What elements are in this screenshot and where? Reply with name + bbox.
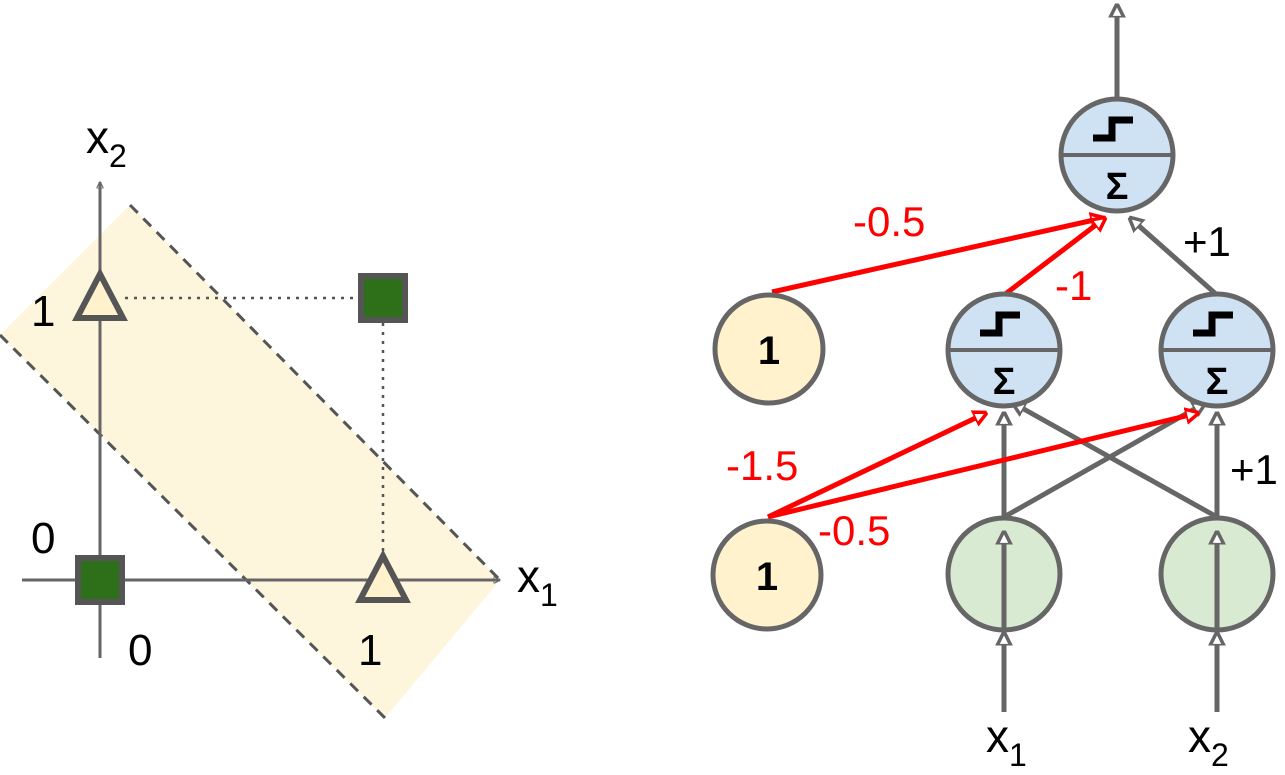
weight-hidden1-to-output: -1: [1055, 262, 1092, 309]
y-tick-1: 1: [31, 287, 55, 336]
step-function-icon: [1193, 311, 1233, 337]
weight-hidden2-to-output: +1: [1183, 218, 1231, 265]
decision-band: [0, 205, 500, 718]
bias-node-top: 1: [712, 292, 826, 406]
triangle-point: [72, 267, 128, 321]
weight-hidden1-bias: -1.5: [726, 442, 798, 489]
triangle-point: [355, 549, 411, 603]
xor-plot: x2 x1 1 0 0 1: [0, 111, 558, 720]
edge-x1-to-hidden2: [1002, 403, 1205, 520]
square-point: [75, 555, 125, 605]
network-diagram: Σ Σ Σ 1 1: [710, 5, 1278, 773]
y-axis-label: x2: [86, 111, 127, 174]
output-neuron: Σ: [1058, 96, 1176, 214]
hidden-neuron-1: Σ: [945, 291, 1063, 409]
input-label-x2: x2: [1188, 710, 1229, 773]
hidden-neuron-2: Σ: [1158, 291, 1276, 409]
weight-x2-to-hidden2: +1: [1230, 446, 1278, 493]
edge-x2-to-hidden1: [1013, 403, 1219, 520]
bias-node-bottom: 1: [710, 518, 824, 632]
weight-hidden2-bias: -0.5: [818, 507, 890, 554]
edge-hidden2-to-output: [1130, 218, 1219, 297]
decision-boundary-upper: [128, 203, 502, 582]
x-tick-0: 0: [128, 626, 152, 675]
input-label-x1: x1: [986, 710, 1027, 773]
sum-symbol: Σ: [1206, 361, 1229, 403]
step-function-icon: [1093, 116, 1133, 142]
y-tick-0: 0: [31, 514, 55, 563]
edge-bias-to-hidden2: [767, 413, 1198, 520]
edge-bias-to-hidden1: [766, 413, 986, 520]
weight-output-bias: -0.5: [853, 198, 925, 245]
decision-boundary-lower: [0, 333, 387, 720]
square-point: [358, 273, 408, 323]
svg-text:1: 1: [758, 329, 780, 373]
step-function-icon: [980, 311, 1020, 337]
input-node-x2: [1158, 515, 1276, 633]
edge-bias-to-output: [771, 218, 1103, 295]
sum-symbol: Σ: [1106, 166, 1129, 208]
edge-hidden1-to-output: [1002, 218, 1105, 297]
x-tick-1: 1: [358, 626, 382, 675]
plot-points: [72, 267, 411, 605]
svg-text:1: 1: [756, 555, 778, 599]
sum-symbol: Σ: [993, 361, 1016, 403]
input-node-x1: [945, 515, 1063, 633]
x-axis-label: x1: [517, 550, 558, 613]
